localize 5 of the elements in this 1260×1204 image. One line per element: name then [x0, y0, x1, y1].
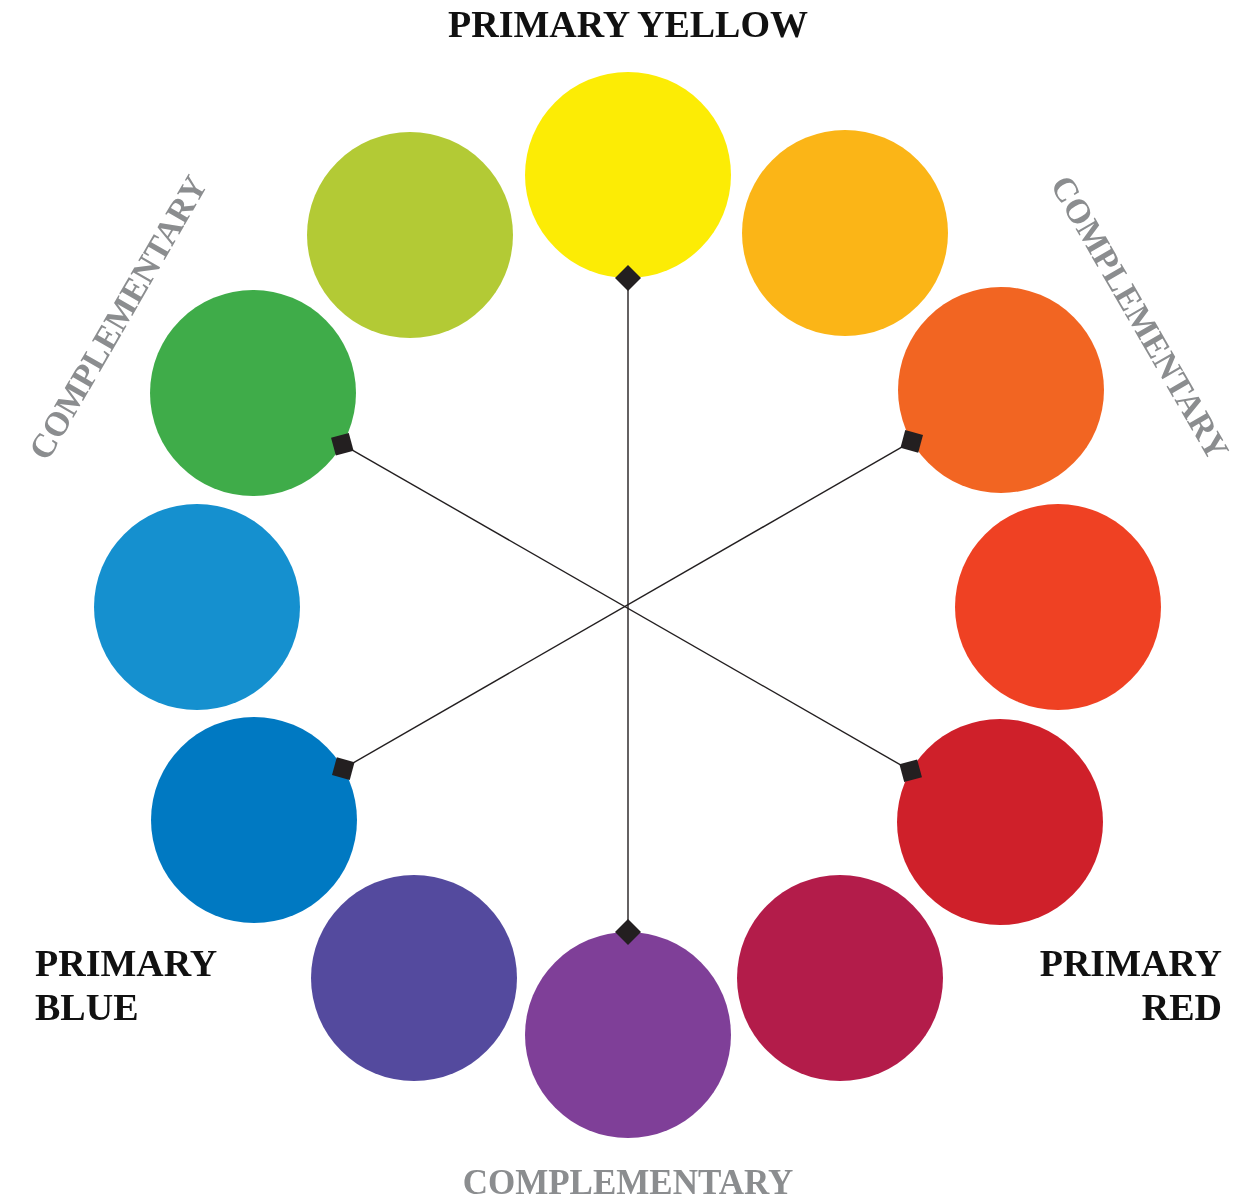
color-label: PRIMARY YELLOW [447, 3, 809, 47]
color-label: COMPLEMENTARY [461, 1163, 795, 1204]
color-label: PRIMARY BLUE [35, 942, 218, 1030]
connector-line [615, 265, 641, 945]
color-label: PRIMARY RED [1038, 942, 1222, 1030]
